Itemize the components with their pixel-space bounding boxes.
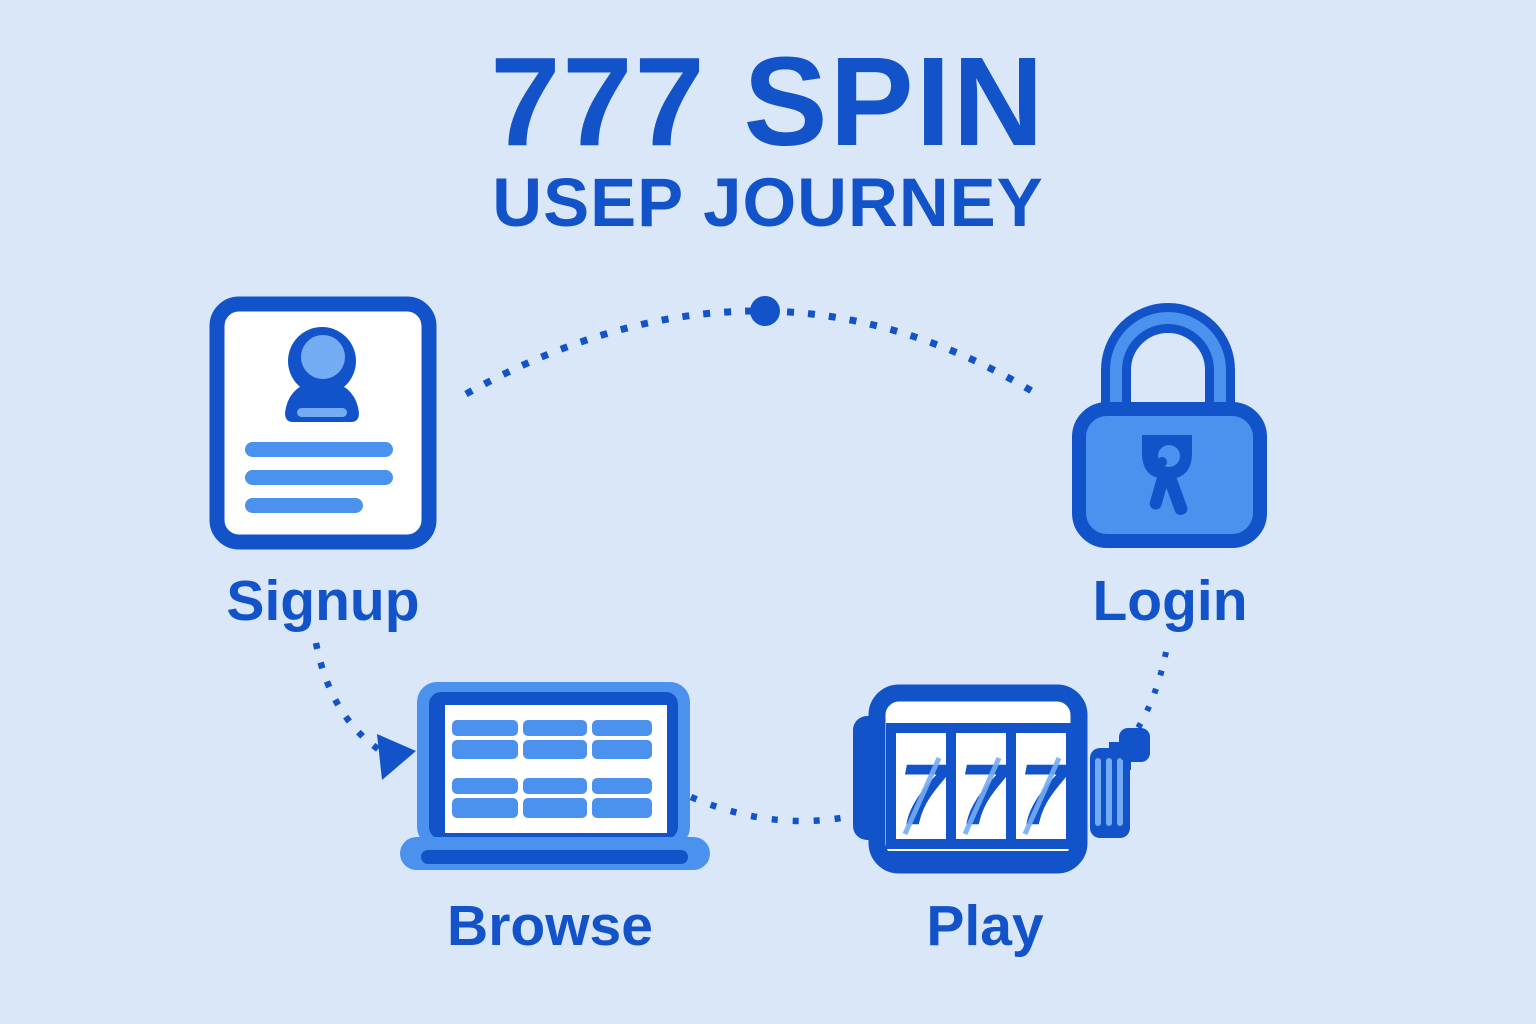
step-label-signup: Signup [226, 569, 420, 633]
flow-midpoint-dot [750, 296, 780, 326]
step-label-browse: Browse [447, 894, 653, 958]
connector-browse-play [689, 794, 858, 825]
card-text-line [245, 470, 393, 485]
slot-reel-highlights [902, 756, 1062, 836]
laptop-base-core [421, 850, 688, 864]
padlock-icon [1072, 303, 1267, 548]
laptop-grid-icon [400, 682, 710, 870]
lock-key-leg [1163, 472, 1188, 516]
id-card-person-icon [209, 296, 437, 550]
step-label-login: Login [1092, 569, 1248, 633]
slot-lever-stripes [1095, 758, 1123, 826]
person-collar-bar [297, 408, 347, 417]
person-head [301, 335, 345, 379]
lock-keyhole-notch [1157, 457, 1167, 467]
slot-reel-window [886, 723, 1076, 849]
lock-key-leg [1149, 474, 1169, 510]
page-subtitle: USEP JOURNEY [492, 164, 1044, 241]
connector-signup-browse [312, 642, 380, 752]
screen-content-grid [452, 720, 652, 818]
arrowhead-icon [377, 734, 416, 780]
page-title: 777 SPIN [490, 31, 1046, 172]
card-text-line [245, 442, 393, 457]
connector-login-play [1135, 651, 1169, 730]
connector-signup-login-arc [464, 307, 1042, 399]
lock-shackle-inner [1110, 312, 1226, 432]
step-label-play: Play [926, 894, 1044, 958]
slot-machine-icon: 7 7 7 [853, 684, 1150, 874]
card-text-line [245, 498, 363, 513]
slot-lever-knob [1119, 728, 1150, 762]
